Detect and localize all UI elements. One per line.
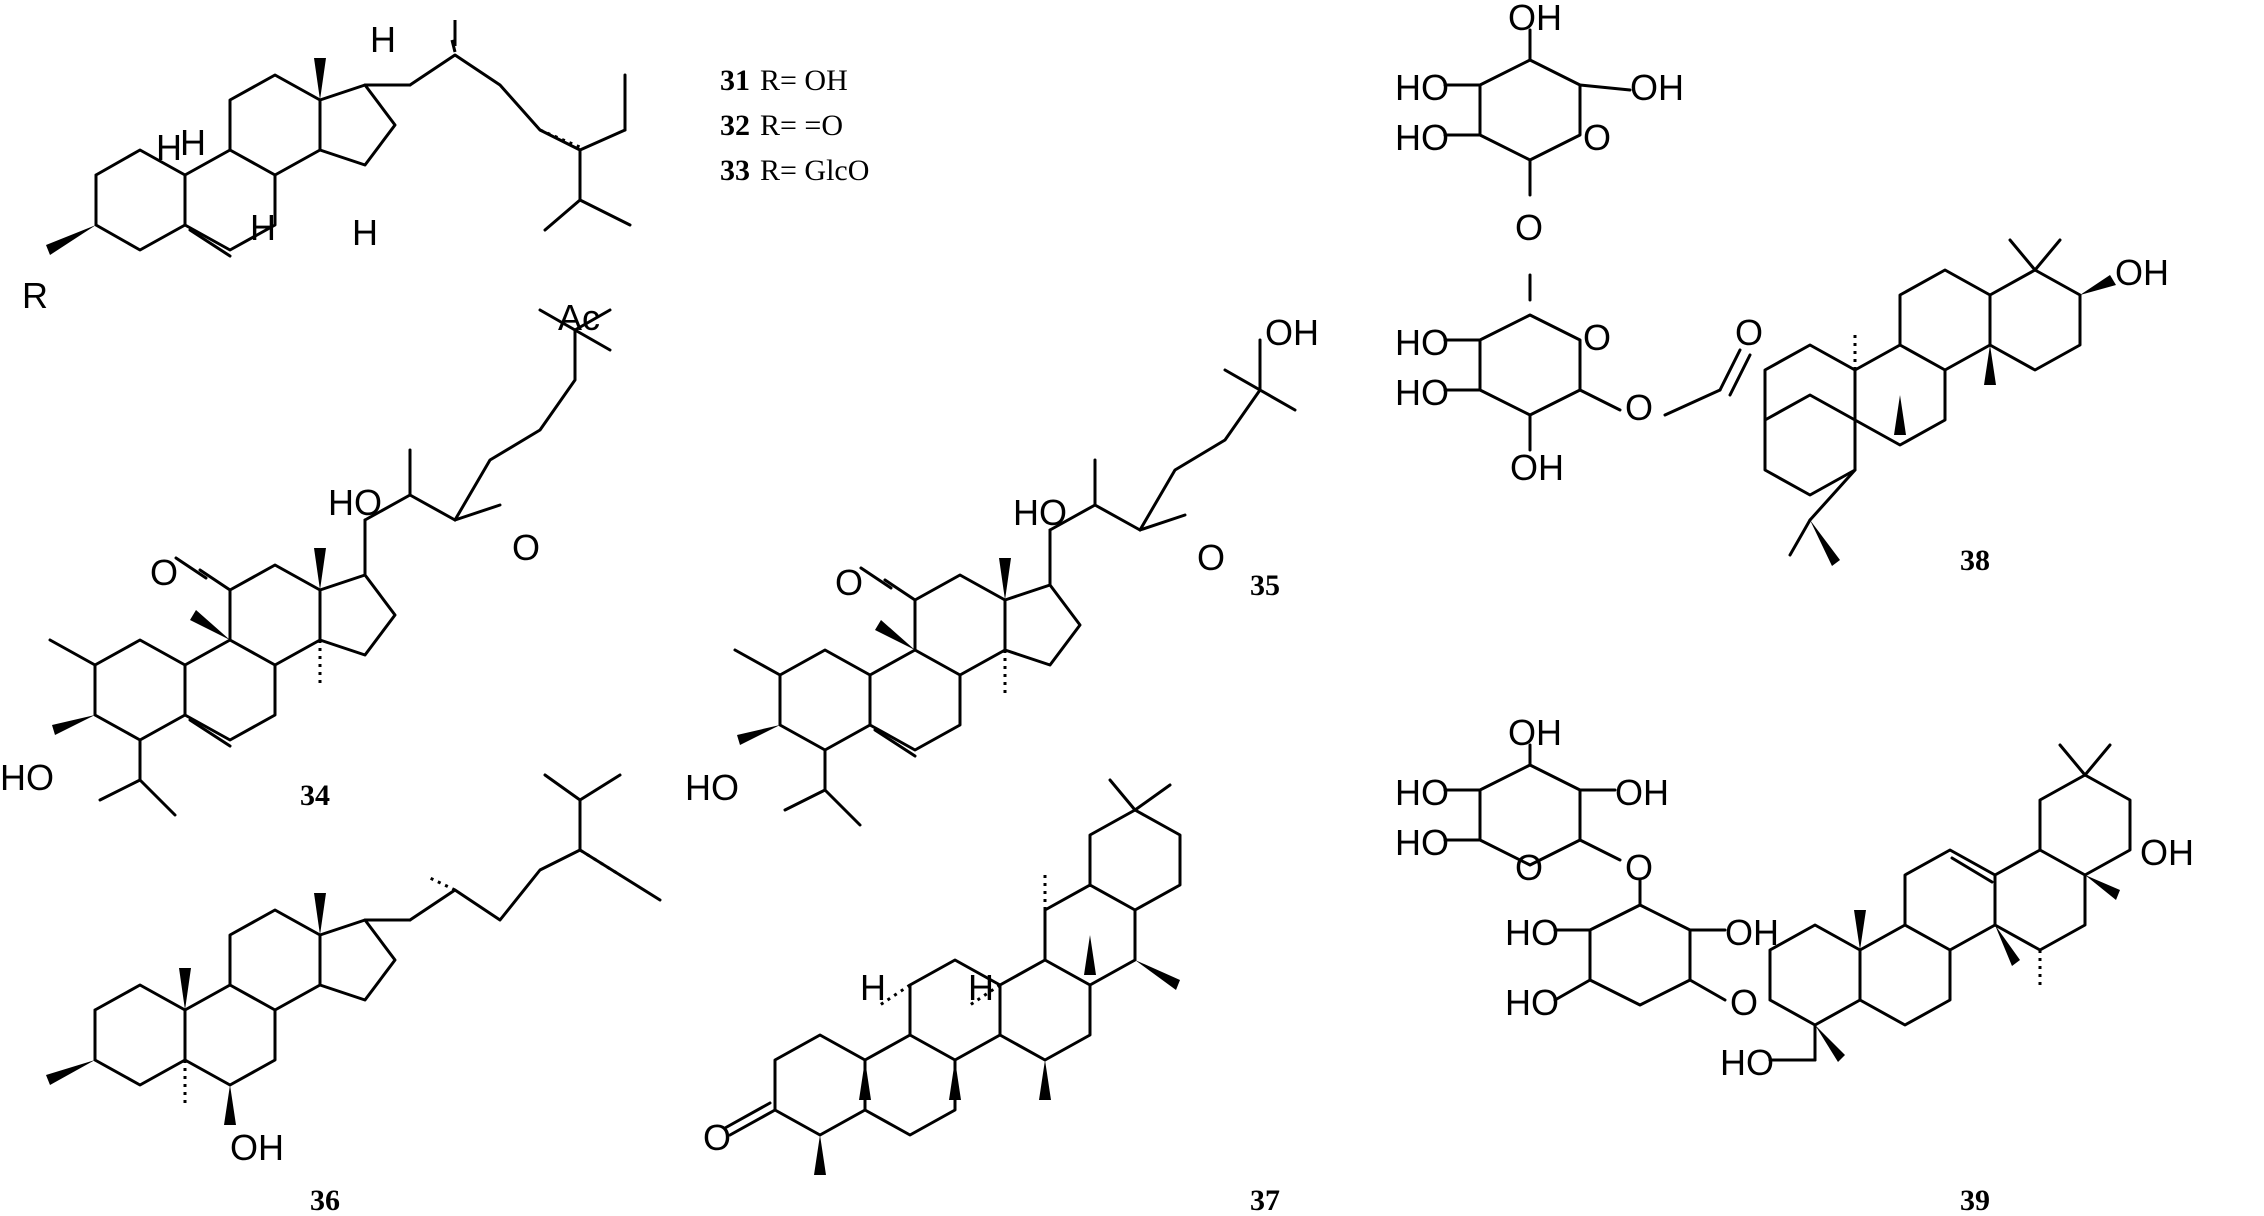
atom-ho-1: HO xyxy=(1395,67,1449,108)
structure-34: Ac HO O O HO 34 xyxy=(0,297,612,817)
legend: 31 R= OH 32 R= =O 33 R= GlcO xyxy=(720,64,869,187)
atom-o-ring-1: O xyxy=(1583,117,1611,158)
atom-ho-side: HO xyxy=(1013,492,1067,533)
compound-number-35: 35 xyxy=(1250,569,1280,602)
atom-o-ketone: O xyxy=(835,562,863,603)
atom-o-3: O xyxy=(703,1117,731,1158)
atom-h10: H xyxy=(156,127,182,168)
structure-35: OH HO O O HO 35 xyxy=(685,312,1319,827)
atom-h8: H xyxy=(250,207,276,248)
atom-ho-3: HO xyxy=(0,757,54,798)
compound-number-34: 34 xyxy=(300,779,330,812)
atom-ho-1: HO xyxy=(1395,772,1449,813)
atom-ho-4: HO xyxy=(1505,912,1559,953)
legend-text-31: R= OH xyxy=(760,64,848,97)
atom-ho-ch2: HO xyxy=(1720,1042,1774,1083)
legend-text-33: R= GlcO xyxy=(760,154,869,187)
atom-ho-side: HO xyxy=(328,482,382,523)
atom-h9: H xyxy=(180,122,206,163)
atom-h17: H xyxy=(370,19,396,60)
atom-oh-top: OH xyxy=(1265,312,1319,353)
atom-oh-2: OH xyxy=(1615,772,1669,813)
legend-num-33: 33 xyxy=(720,154,750,187)
atom-ho-2: HO xyxy=(1395,117,1449,158)
structure-38: OH HO OH HO O O HO O HO O OH O OH 38 xyxy=(1395,0,2169,577)
atom-o-ring: O xyxy=(1515,847,1543,888)
atom-o-carbonyl: O xyxy=(1735,312,1763,353)
atom-oh-5: OH xyxy=(1725,912,1779,953)
atom-oh-6: OH xyxy=(230,1127,284,1168)
atom-ac: Ac xyxy=(558,297,600,338)
structure-31-33: R H H H H H xyxy=(22,19,632,316)
atom-h-b: H xyxy=(968,967,994,1008)
atom-ho-3: HO xyxy=(1395,322,1449,363)
structure-37: O H H 37 xyxy=(703,778,1280,1216)
atom-r: R xyxy=(22,275,48,316)
atom-o-side: O xyxy=(512,527,540,568)
legend-text-32: R= =O xyxy=(760,109,843,142)
atom-ho-3: HO xyxy=(1395,822,1449,863)
atom-ho-6: HO xyxy=(1505,982,1559,1023)
atom-o-link-1: O xyxy=(1515,207,1543,248)
atom-o-ester: O xyxy=(1625,387,1653,428)
atom-o-side: O xyxy=(1197,537,1225,578)
atom-o-aglycone: O xyxy=(1730,982,1758,1023)
legend-num-32: 32 xyxy=(720,109,750,142)
atom-ho-3: HO xyxy=(685,767,739,808)
compound-number-36: 36 xyxy=(310,1184,340,1216)
compound-number-38: 38 xyxy=(1960,544,1990,577)
structure-39: OH HO OH HO O O HO OH HO O OH HO 39 xyxy=(1395,712,2194,1216)
compound-number-37: 37 xyxy=(1250,1184,1280,1216)
atom-o-ring-2: O xyxy=(1583,317,1611,358)
atom-oh-7: OH xyxy=(2140,832,2194,873)
atom-oh-6: OH xyxy=(1630,67,1684,108)
compound-number-39: 39 xyxy=(1960,1184,1990,1216)
atom-h14: H xyxy=(352,212,378,253)
legend-num-31: 31 xyxy=(720,64,750,97)
atom-oh-top: OH xyxy=(1508,0,1562,38)
atom-oh-top: OH xyxy=(1508,712,1562,753)
atom-oh-5: OH xyxy=(1510,447,1564,488)
atom-oh-3: OH xyxy=(2115,252,2169,293)
atom-o-ketone: O xyxy=(150,552,178,593)
structure-36: OH 36 xyxy=(46,773,662,1216)
atom-h-a: H xyxy=(860,967,886,1008)
atom-o-link: O xyxy=(1625,847,1653,888)
atom-ho-4: HO xyxy=(1395,372,1449,413)
